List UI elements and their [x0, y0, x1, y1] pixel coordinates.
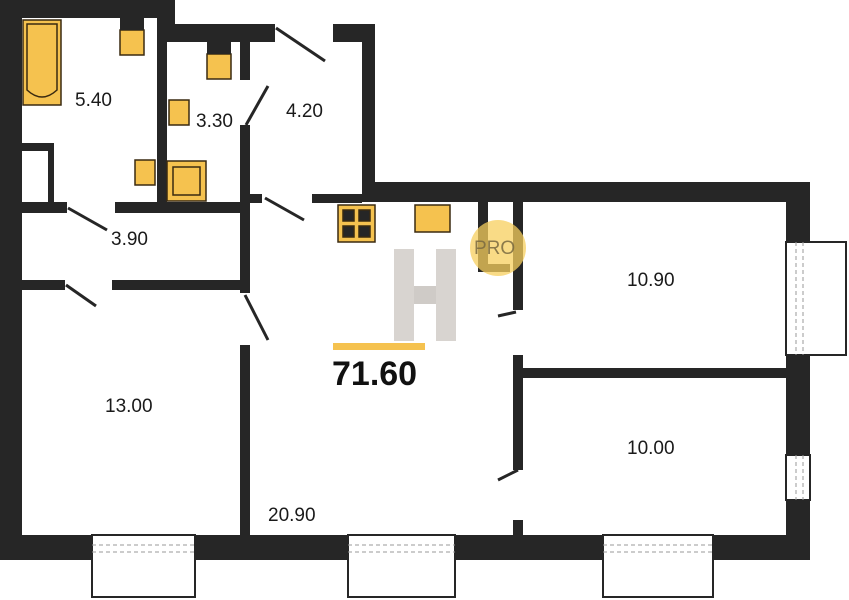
- window: [785, 454, 811, 501]
- room-area: 3.30: [196, 111, 233, 132]
- pro-watermark: PRO: [474, 238, 516, 259]
- fixtures: [22, 18, 451, 243]
- sink-icon: [134, 159, 156, 186]
- kitchen-sink-icon: [414, 204, 451, 233]
- window: [91, 534, 196, 598]
- window: [785, 241, 847, 356]
- room-area: 3.90: [111, 229, 148, 250]
- room-area: 13.00: [105, 396, 153, 417]
- area-underline: [333, 343, 425, 350]
- toilet-icon: [119, 29, 145, 56]
- toilet-icon: [206, 53, 232, 80]
- pro-badge: [470, 220, 526, 276]
- doors: [65, 26, 519, 482]
- window-lines: [92, 242, 804, 553]
- window: [602, 534, 714, 598]
- logo-watermark: [394, 249, 456, 341]
- room-area: 5.40: [75, 90, 112, 111]
- bathtub-icon: [22, 19, 62, 106]
- room-area: 10.00: [627, 438, 675, 459]
- room-area: 20.90: [268, 505, 316, 526]
- room-area: 10.90: [627, 270, 675, 291]
- window: [347, 534, 456, 598]
- sink-icon: [168, 99, 190, 126]
- room-area: 4.20: [286, 101, 323, 122]
- total-area: 71.60: [332, 355, 418, 393]
